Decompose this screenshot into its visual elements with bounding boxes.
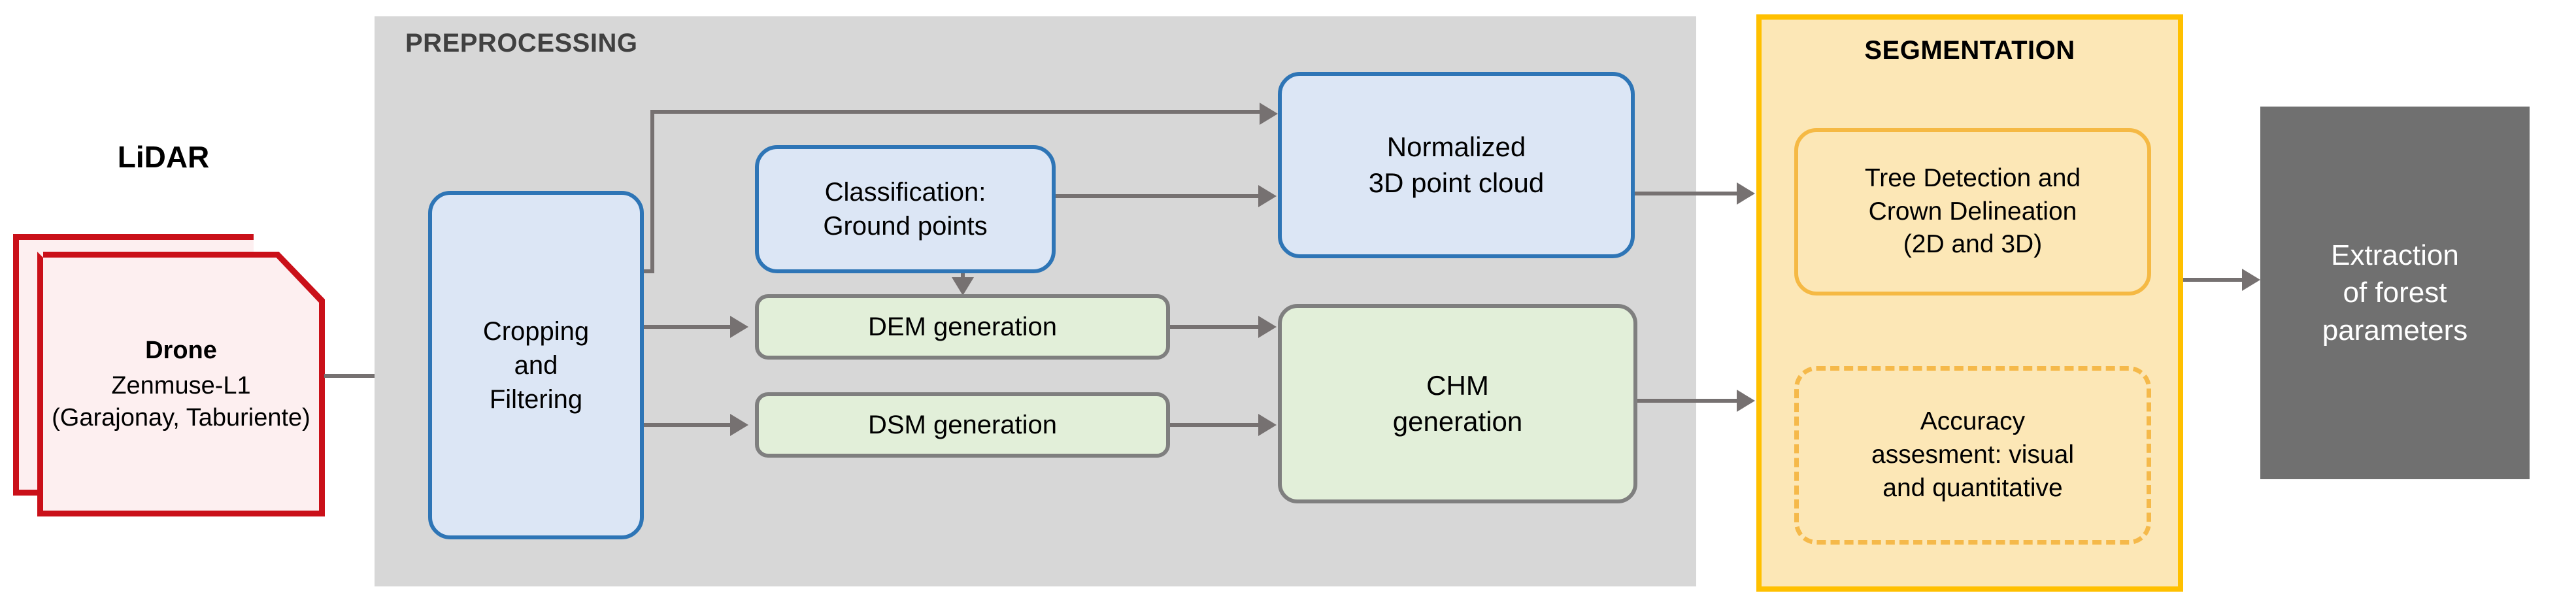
connector-cropping-branch-stub: [644, 269, 654, 273]
connector-segmentation-to-extraction: [2183, 278, 2243, 282]
segmentation-title: SEGMENTATION: [1864, 36, 2075, 65]
chm-line-1: CHM: [1426, 369, 1489, 401]
arrowhead-dem-to-chm: [1258, 316, 1277, 338]
source-name: Drone: [145, 336, 217, 364]
arrowhead-cropping-to-normalized: [1260, 103, 1278, 125]
accuracy-line-1: Accuracy: [1920, 407, 2026, 436]
connector-source-to-cropping: [324, 374, 411, 378]
dsm-label: DSM generation: [867, 411, 1058, 439]
segmentation-panel: [1756, 14, 2183, 592]
node-accuracy-assessment[interactable]: Accuracy assesment: visual and quantitat…: [1794, 366, 2151, 545]
connector-cropping-riser: [650, 110, 654, 273]
accuracy-line-3: and quantitative: [1882, 473, 2063, 502]
preprocessing-title: PREPROCESSING: [405, 29, 638, 58]
cropping-line-2: and: [514, 350, 558, 380]
lidar-heading: LiDAR: [117, 139, 210, 174]
node-dsm-generation[interactable]: DSM generation: [755, 392, 1170, 458]
cropping-line-1: Cropping: [482, 316, 590, 346]
node-tree-detection-crown-delineation[interactable]: Tree Detection and Crown Delineation (2D…: [1794, 128, 2151, 296]
connector-normalized-to-segmentation: [1635, 192, 1738, 195]
arrowhead-cropping-to-dsm: [730, 414, 748, 436]
connector-dem-to-chm: [1170, 325, 1260, 329]
chm-line-2: generation: [1392, 405, 1523, 437]
source-model: Zenmuse-L1: [111, 372, 251, 400]
node-chm-generation[interactable]: CHM generation: [1278, 304, 1637, 503]
accuracy-line-2: assesment: visual: [1871, 441, 2074, 469]
connector-cropping-to-dsm: [644, 423, 730, 427]
tree-line-2: Crown Delineation: [1868, 197, 2077, 226]
extraction-line-3: parameters: [2322, 314, 2468, 346]
arrowhead-dsm-to-chm: [1258, 414, 1277, 436]
normalized-line-2: 3D point cloud: [1368, 167, 1545, 198]
normalized-line-1: Normalized: [1386, 131, 1526, 162]
node-extraction-of-forest-parameters[interactable]: Extraction of forest parameters: [2260, 107, 2530, 479]
tree-line-3: (2D and 3D): [1903, 230, 2043, 259]
extraction-line-2: of forest: [2343, 277, 2447, 309]
classification-line-1: Classification:: [824, 178, 986, 207]
connector-dsm-to-chm: [1170, 423, 1260, 427]
node-cropping-and-filtering[interactable]: Cropping and Filtering: [428, 191, 644, 539]
arrowhead-classification-to-normalized: [1258, 185, 1277, 207]
classification-line-2: Ground points: [823, 212, 988, 241]
arrowhead-normalized-to-segmentation: [1737, 182, 1755, 205]
source-document-text: Drone Zenmuse-L1 (Garajonay, Taburiente): [37, 252, 325, 516]
connector-classification-to-normalized: [1056, 194, 1261, 198]
connector-chm-to-segmentation: [1637, 399, 1738, 403]
source-document-fill: [37, 252, 325, 516]
extraction-line-1: Extraction: [2331, 239, 2459, 272]
dem-label: DEM generation: [867, 312, 1058, 341]
source-sites: (Garajonay, Taburiente): [52, 403, 310, 431]
arrowhead-chm-to-segmentation: [1737, 390, 1755, 412]
node-classification-ground-points[interactable]: Classification: Ground points: [755, 145, 1056, 273]
arrowhead-cropping-to-dem: [730, 316, 748, 338]
connector-cropping-to-dem: [644, 325, 730, 329]
connector-cropping-to-normalized: [650, 110, 1263, 114]
arrowhead-classification-to-dem: [952, 277, 974, 296]
cropping-line-3: Filtering: [489, 384, 583, 414]
arrowhead-segmentation-to-extraction: [2242, 269, 2260, 291]
node-normalized-3d-point-cloud[interactable]: Normalized 3D point cloud: [1278, 72, 1635, 258]
node-dem-generation[interactable]: DEM generation: [755, 294, 1170, 360]
tree-line-1: Tree Detection and: [1864, 163, 2081, 192]
